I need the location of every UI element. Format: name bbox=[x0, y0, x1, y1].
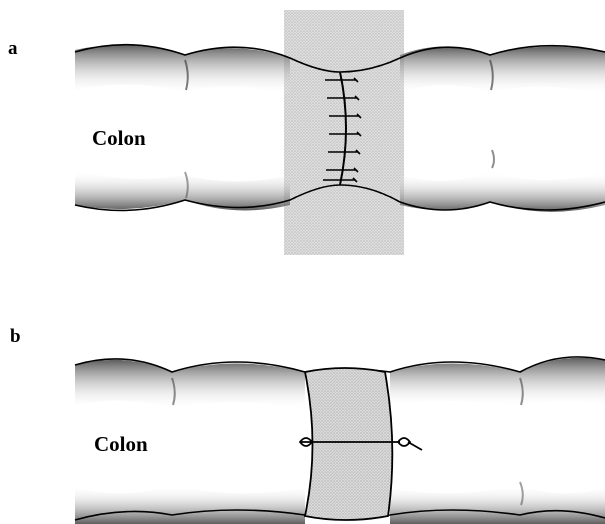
mesh-strip bbox=[284, 10, 404, 255]
colon-wall-top-left bbox=[75, 45, 290, 95]
panel-label-a: a bbox=[8, 38, 18, 60]
colon-wall-top-right-b bbox=[390, 358, 605, 408]
colon-wall-bottom-left bbox=[75, 170, 290, 210]
panel-label-b: b bbox=[10, 326, 21, 348]
colon-label-b: Colon bbox=[94, 432, 148, 457]
panel-a-drawing bbox=[75, 10, 605, 255]
colon-wall-top-right bbox=[400, 47, 605, 96]
panel-b-drawing bbox=[75, 357, 605, 524]
colon-label-a: Colon bbox=[92, 126, 146, 151]
colon-wall-bottom-right-b bbox=[390, 485, 605, 524]
mesh-wrap-band bbox=[305, 368, 392, 520]
colon-wall-bottom-left-b bbox=[75, 485, 305, 524]
